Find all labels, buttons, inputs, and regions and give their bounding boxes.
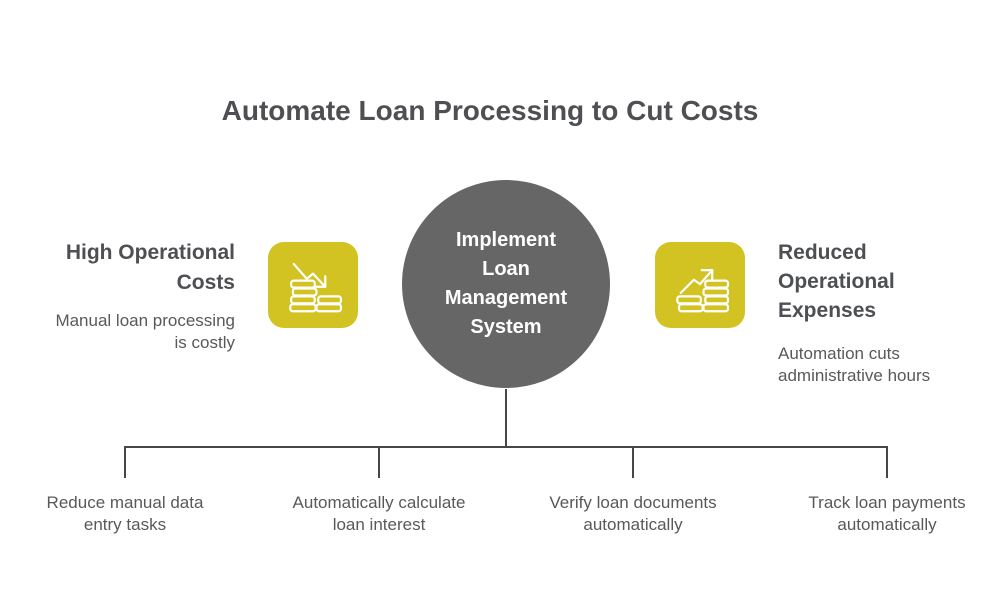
bottom-item-3: Verify loan documents automatically <box>549 493 717 534</box>
connector-tick-1 <box>124 446 126 478</box>
page-title: Automate Loan Processing to Cut Costs <box>221 95 759 126</box>
bottom-item-1: Reduce manual data entry tasks <box>46 493 204 534</box>
left-section-description: Manual loan processing is costly <box>55 311 235 352</box>
right-section-description: Automation cuts administrative hours <box>778 344 931 385</box>
bottom-item-4: Track loan payments automatically <box>808 493 966 534</box>
high-costs-icon-box <box>268 242 358 328</box>
coins-rising-chart-icon <box>676 269 729 313</box>
central-node: Implement Loan Management System <box>402 180 610 388</box>
left-section-heading: High Operational Costs <box>65 241 235 294</box>
right-section-heading: Reduced Operational Expenses <box>778 241 895 322</box>
connector-vertical-stub <box>505 389 507 447</box>
connector-tick-3 <box>632 446 634 478</box>
connector-tick-2 <box>378 446 380 478</box>
central-node-label: Implement Loan Management System <box>444 229 568 338</box>
connector-tick-4 <box>886 446 888 478</box>
reduced-expenses-icon-box <box>655 242 745 328</box>
coins-declining-chart-icon <box>289 262 342 313</box>
connector-horizontal-line <box>124 446 888 448</box>
bottom-item-2: Automatically calculate loan interest <box>292 493 466 534</box>
